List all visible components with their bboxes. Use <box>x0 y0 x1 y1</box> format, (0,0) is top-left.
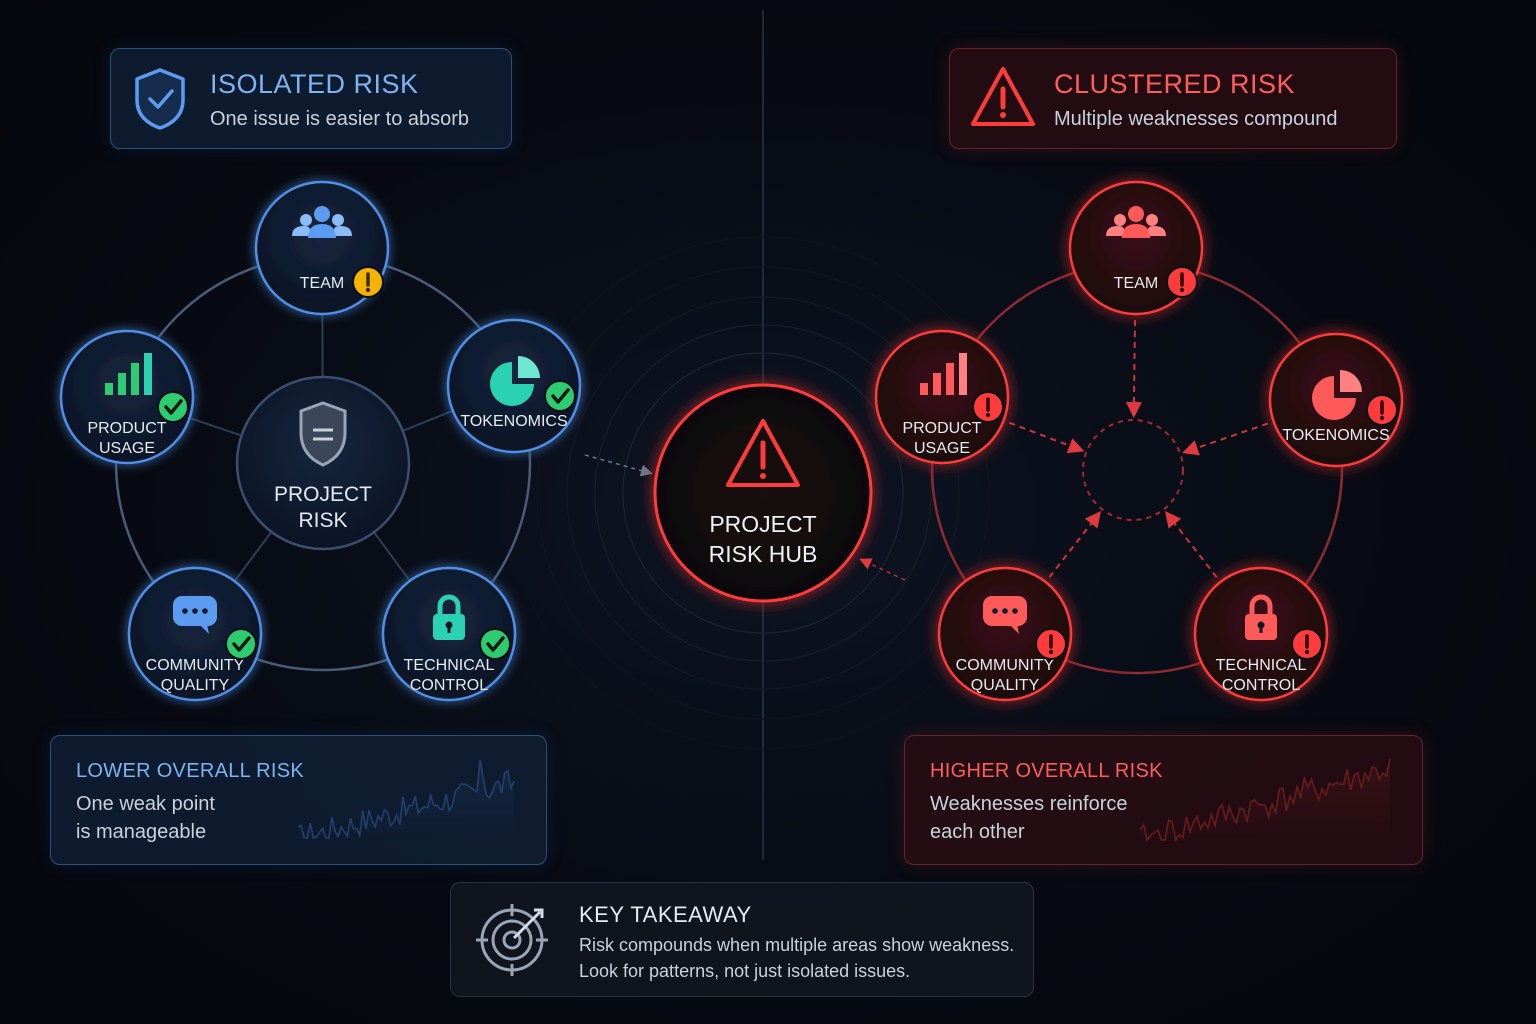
node-label-2: CONTROL <box>410 677 488 694</box>
right-spoke-arrow <box>1164 510 1218 578</box>
team-icon <box>292 206 352 238</box>
left-center-label-1: PROJECT <box>274 483 372 506</box>
clustered-risk-subtitle: Multiple weaknesses compound <box>1054 108 1338 130</box>
higher-risk-title: HIGHER OVERALL RISK <box>930 760 1163 782</box>
pie-chart-icon <box>1312 370 1362 420</box>
right-spoke-arrow <box>1048 510 1102 578</box>
isolated-risk-subtitle: One issue is easier to absorb <box>210 108 470 130</box>
left-node-technical: TECHNICAL CONTROL <box>381 566 517 702</box>
pie-chart-icon <box>490 356 540 406</box>
lock-icon <box>433 594 465 640</box>
right-node-product: PRODUCT USAGE <box>874 329 1010 465</box>
lower-risk-title: LOWER OVERALL RISK <box>76 760 305 782</box>
key-takeaway-title: KEY TAKEAWAY <box>579 902 752 927</box>
node-label: TECHNICAL <box>1216 657 1307 674</box>
right-node-team: TEAM <box>1068 180 1204 316</box>
check-badge-icon <box>157 391 189 423</box>
right-spoke-arrow <box>1182 422 1269 456</box>
right-spoke-arrow <box>1008 421 1085 454</box>
check-badge-icon <box>479 628 511 660</box>
node-label: PRODUCT <box>87 420 166 437</box>
left-node-community: COMMUNITY QUALITY <box>127 566 263 702</box>
node-label: TOKENOMICS <box>1282 427 1389 444</box>
right-node-community: COMMUNITY QUALITY <box>937 566 1073 702</box>
bar-chart-icon <box>920 353 967 395</box>
right-spokes <box>1008 319 1269 578</box>
left-center-node: PROJECT RISK <box>235 375 411 551</box>
lower-risk-line-2: is manageable <box>76 821 207 843</box>
hub-warning-icon <box>726 419 800 487</box>
right-node-technical: TECHNICAL CONTROL <box>1193 566 1329 702</box>
key-takeaway-line-2: Look for patterns, not just isolated iss… <box>579 961 911 981</box>
chat-icon <box>983 596 1027 634</box>
left-node-product: PRODUCT USAGE <box>59 329 195 465</box>
higher-risk-line-2: each other <box>930 821 1025 843</box>
lock-icon <box>1245 594 1277 640</box>
team-icon <box>1106 206 1166 238</box>
node-label: COMMUNITY <box>956 657 1055 674</box>
higher-risk-line-1: Weaknesses reinforce <box>930 793 1128 815</box>
right-node-tokenomics: TOKENOMICS <box>1268 332 1404 468</box>
alert-badge-icon <box>972 391 1004 423</box>
risk-hub: PROJECT RISK HUB <box>653 383 873 603</box>
right-to-hub-connector <box>859 558 906 581</box>
left-center-label-2: RISK <box>298 509 347 532</box>
clustered-risk-header-panel: CLUSTERED RISK Multiple weaknesses compo… <box>949 48 1397 149</box>
key-takeaway-line-1: Risk compounds when multiple areas show … <box>579 935 1015 955</box>
node-label: TECHNICAL <box>404 657 495 674</box>
left-to-hub-connector <box>584 454 653 477</box>
higher-risk-summary-panel: HIGHER OVERALL RISK Weaknesses reinforce… <box>904 735 1423 865</box>
left-node-team: TEAM <box>254 180 390 316</box>
chat-icon <box>173 596 217 634</box>
left-node-tokenomics: TOKENOMICS <box>446 318 582 454</box>
right-center-dashed-ring <box>1082 419 1184 521</box>
isolated-risk-title: ISOLATED RISK <box>210 69 419 99</box>
right-spoke-arrow <box>1125 319 1142 419</box>
node-label-2: QUALITY <box>161 677 230 694</box>
hub-label-2: RISK HUB <box>709 541 818 567</box>
node-label: COMMUNITY <box>146 657 245 674</box>
alert-badge-icon <box>1291 628 1323 660</box>
key-takeaway-panel: KEY TAKEAWAY Risk compounds when multipl… <box>450 882 1034 997</box>
node-label: TEAM <box>1114 275 1158 292</box>
hub-label-1: PROJECT <box>709 511 816 537</box>
node-label: TEAM <box>300 275 344 292</box>
lower-risk-line-1: One weak point <box>76 793 215 815</box>
lower-risk-summary-panel: LOWER OVERALL RISK One weak point is man… <box>50 735 547 865</box>
check-badge-icon <box>544 380 576 412</box>
alert-badge-icon <box>1166 266 1198 298</box>
warning-badge-icon <box>352 266 384 298</box>
node-label-2: USAGE <box>99 440 155 457</box>
node-label-2: QUALITY <box>971 677 1040 694</box>
isolated-risk-header-panel: ISOLATED RISK One issue is easier to abs… <box>110 48 512 149</box>
node-label-2: CONTROL <box>1222 677 1300 694</box>
shield-icon <box>299 401 347 467</box>
check-badge-icon <box>225 628 257 660</box>
node-label: TOKENOMICS <box>460 413 567 430</box>
node-label-2: USAGE <box>914 440 970 457</box>
node-label: PRODUCT <box>902 420 981 437</box>
hub-rings <box>506 236 1020 750</box>
alert-badge-icon <box>1366 394 1398 426</box>
alert-badge-icon <box>1035 628 1067 660</box>
bar-chart-icon <box>105 353 152 395</box>
clustered-risk-title: CLUSTERED RISK <box>1054 69 1296 99</box>
